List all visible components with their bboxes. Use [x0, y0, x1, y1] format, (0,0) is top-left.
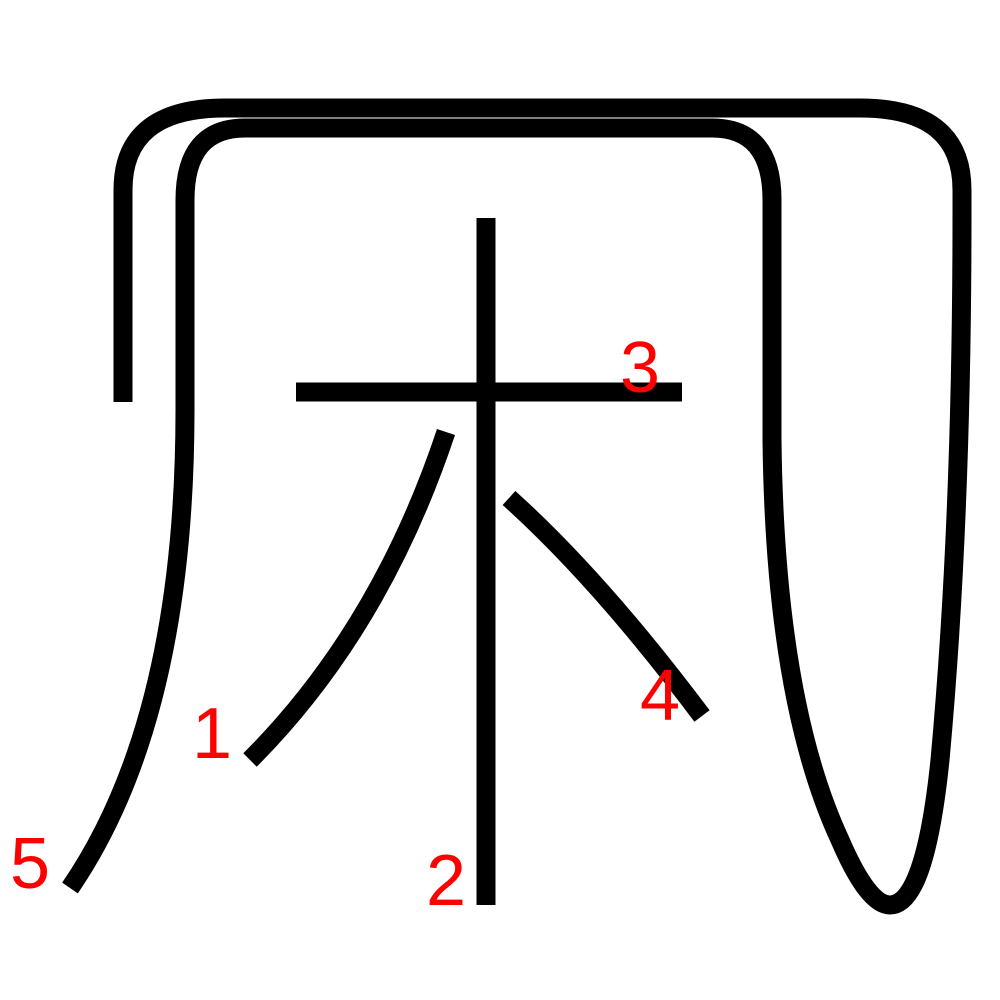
stroke-3-label: 3: [620, 328, 660, 408]
stroke-4-path: [502, 490, 710, 722]
stroke-2-label: 2: [426, 841, 466, 921]
stroke-5-path: [62, 409, 195, 894]
stroke-1-path: [243, 428, 456, 767]
stroke-5-label: 5: [10, 824, 50, 904]
stroke-4-label: 4: [640, 656, 680, 736]
frame-outer-stroke: [113, 98, 972, 915]
stroke-1-label: 1: [192, 694, 232, 774]
